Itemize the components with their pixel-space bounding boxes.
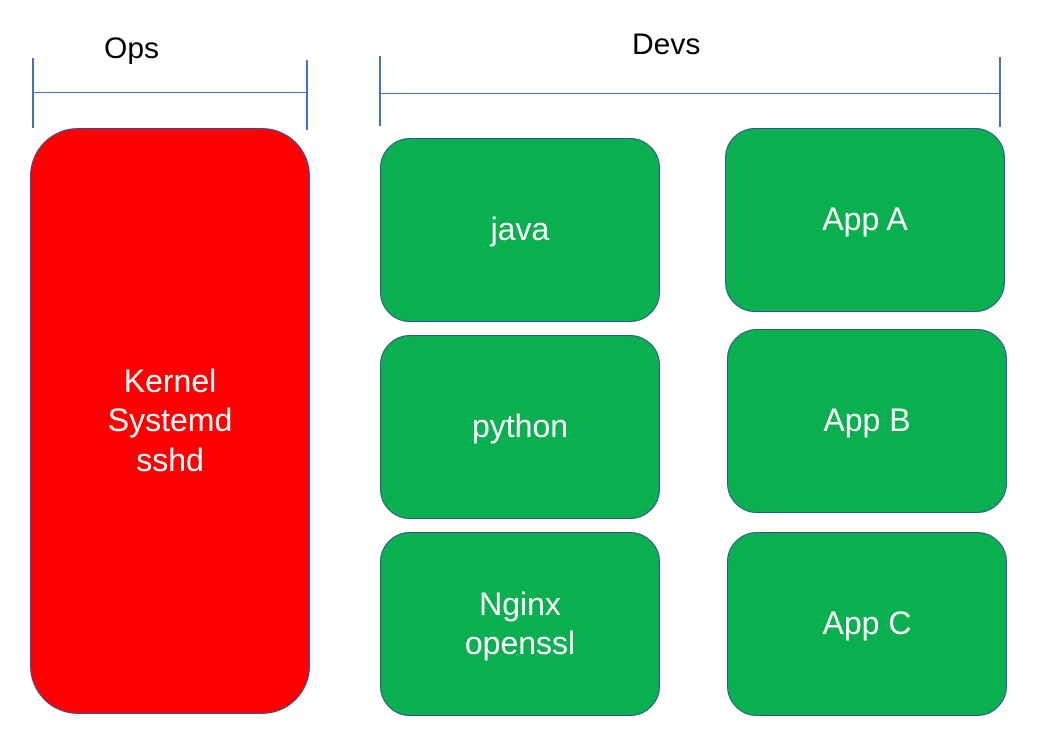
app-a-label: App A: [822, 201, 908, 238]
app-c-box: App C: [727, 532, 1007, 716]
ops-bracket-line: [33, 92, 307, 93]
ops-line-systemd: Systemd: [107, 402, 233, 439]
app-b-label: App B: [823, 402, 911, 439]
nginx-box: Nginx openssl: [380, 532, 660, 716]
devs-bracket-right: [999, 57, 1001, 127]
devs-bracket-line: [380, 93, 1000, 94]
ops-bracket-left: [32, 58, 34, 128]
openssl-label: openssl: [464, 625, 576, 661]
app-a-box: App A: [725, 128, 1005, 312]
python-label: python: [471, 408, 569, 445]
devs-label: Devs: [632, 28, 701, 61]
python-box: python: [380, 335, 660, 519]
ops-line-kernel: Kernel: [123, 363, 217, 400]
java-box: java: [380, 138, 660, 322]
ops-label: Ops: [104, 32, 160, 65]
ops-bracket-right: [306, 60, 308, 130]
nginx-label: Nginx: [479, 585, 561, 622]
ops-box: Kernel Systemd sshd: [30, 128, 310, 714]
app-c-label: App C: [822, 605, 912, 642]
devs-bracket-left: [379, 56, 381, 126]
app-b-box: App B: [727, 329, 1007, 513]
ops-line-sshd: sshd: [136, 441, 204, 478]
java-label: java: [490, 211, 550, 248]
